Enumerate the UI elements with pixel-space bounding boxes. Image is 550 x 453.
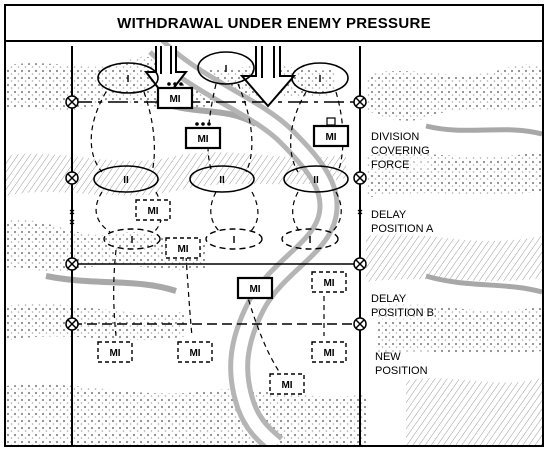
boundary-marker-icon bbox=[65, 257, 79, 271]
unit-label: MI bbox=[189, 348, 200, 359]
label-line: NEW bbox=[375, 351, 401, 363]
diagram-frame: WITHDRAWAL UNDER ENEMY PRESSURE bbox=[4, 4, 544, 447]
unit-label: MI bbox=[197, 134, 208, 145]
label-line: COVERING bbox=[371, 145, 430, 157]
echelon-mark: I bbox=[131, 235, 134, 246]
unit-label: MI bbox=[177, 244, 188, 255]
unit-label: MI bbox=[109, 348, 120, 359]
label-line: DELAY bbox=[371, 209, 407, 221]
echelon-dot bbox=[179, 82, 183, 86]
mi-unit-box: MI bbox=[312, 117, 350, 148]
mi-unit-box: MI bbox=[269, 373, 305, 395]
label-delay-position-a: DELAY POSITION A bbox=[370, 208, 435, 236]
mi-unit-box: MI bbox=[184, 122, 222, 150]
boundary-marker-icon bbox=[353, 171, 367, 185]
unit-label: MI bbox=[325, 132, 336, 143]
command-post-icon bbox=[326, 117, 336, 126]
echelon-mark: II bbox=[123, 175, 129, 186]
echelon-dot bbox=[173, 82, 177, 86]
unit-label: MI bbox=[169, 94, 180, 105]
echelon-mark: II bbox=[313, 175, 319, 186]
mi-unit-box: MI bbox=[236, 276, 274, 300]
echelon-mark: I bbox=[319, 74, 322, 85]
mi-unit-box: MI bbox=[156, 82, 194, 110]
mi-unit-box: MI bbox=[97, 341, 133, 363]
label-line: FORCE bbox=[371, 159, 410, 171]
label-line: POSITION B bbox=[371, 307, 434, 319]
title-bar: WITHDRAWAL UNDER ENEMY PRESSURE bbox=[6, 6, 542, 42]
terrain-background bbox=[6, 57, 542, 445]
label-line: DIVISION bbox=[371, 131, 420, 143]
label-delay-position-b: DELAY POSITION B bbox=[370, 292, 435, 320]
boundary-ticks bbox=[69, 209, 363, 225]
unit-label: MI bbox=[323, 348, 334, 359]
withdrawal-routes bbox=[90, 83, 344, 377]
unit-label: MI bbox=[147, 206, 158, 217]
delay-a-units bbox=[93, 165, 349, 193]
boundary-marker-icon bbox=[353, 95, 367, 109]
echelon-mark: I bbox=[127, 74, 130, 85]
unit-label: MI bbox=[323, 278, 334, 289]
label-line: DELAY bbox=[371, 293, 407, 305]
mi-unit-box: MI bbox=[311, 271, 347, 293]
delay-b-units bbox=[103, 228, 339, 250]
echelon-mark: I bbox=[225, 64, 228, 75]
mi-unit-box: MI bbox=[311, 341, 347, 363]
mi-unit-box: MI bbox=[165, 237, 201, 259]
enemy-arrow-icon bbox=[239, 46, 297, 108]
unit-label: MI bbox=[281, 380, 292, 391]
diagram-title: WITHDRAWAL UNDER ENEMY PRESSURE bbox=[117, 14, 431, 32]
unit-label: MI bbox=[249, 284, 260, 295]
mi-unit-box: MI bbox=[177, 341, 213, 363]
enemy-arrow-icon bbox=[160, 46, 172, 74]
mi-unit-box: MI bbox=[135, 199, 171, 221]
label-line: POSITION bbox=[375, 365, 428, 377]
phase-markers bbox=[65, 95, 367, 331]
echelon-mark: I bbox=[309, 235, 312, 246]
echelon-dot bbox=[167, 82, 171, 86]
boundary-marker-icon bbox=[65, 171, 79, 185]
boundary-marker-icon bbox=[65, 95, 79, 109]
echelon-mark: I bbox=[233, 235, 236, 246]
boundary-marker-icon bbox=[353, 257, 367, 271]
echelon-dot bbox=[201, 122, 205, 126]
boundary-marker-icon bbox=[353, 317, 367, 331]
echelon-dot bbox=[207, 122, 211, 126]
echelon-mark: II bbox=[219, 175, 225, 186]
label-line: POSITION A bbox=[371, 223, 434, 235]
enemy-arrow-icon bbox=[261, 46, 275, 78]
label-new-position: NEW POSITION bbox=[374, 350, 429, 378]
boundary-marker-icon bbox=[65, 317, 79, 331]
label-division-covering-force: DIVISION COVERING FORCE bbox=[370, 130, 431, 172]
covering-force-units bbox=[97, 51, 349, 94]
echelon-dot bbox=[195, 122, 199, 126]
